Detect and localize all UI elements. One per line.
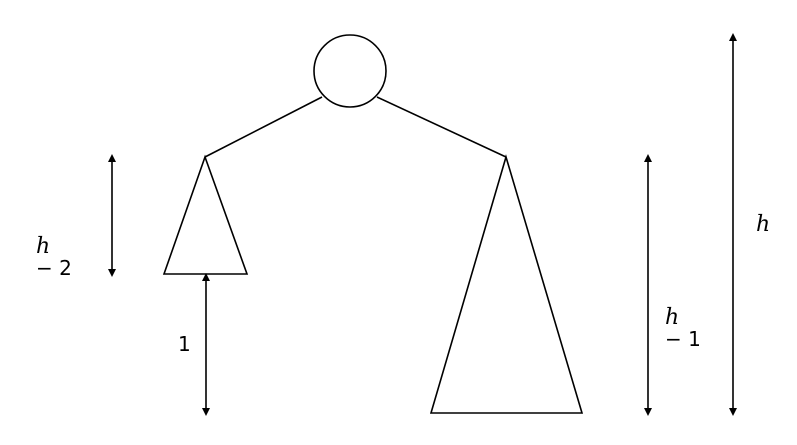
left-gap-label: 1 xyxy=(178,332,191,356)
total-height-label: h xyxy=(756,212,771,237)
right-subtree-triangle xyxy=(429,154,584,414)
left-subtree-height-rest: − 2 xyxy=(36,256,72,280)
left-subtree-height-var: h xyxy=(36,234,51,259)
right-edge xyxy=(376,96,507,158)
right-subtree-height-var: h xyxy=(665,305,680,330)
left-edge xyxy=(204,96,323,158)
root-node xyxy=(313,34,387,108)
right-subtree-height-label: h − 1 xyxy=(651,285,701,351)
right-subtree-height-rest: − 1 xyxy=(665,327,701,351)
left-subtree-height-label: h − 2 xyxy=(22,214,72,280)
left-subtree-triangle xyxy=(162,154,249,275)
